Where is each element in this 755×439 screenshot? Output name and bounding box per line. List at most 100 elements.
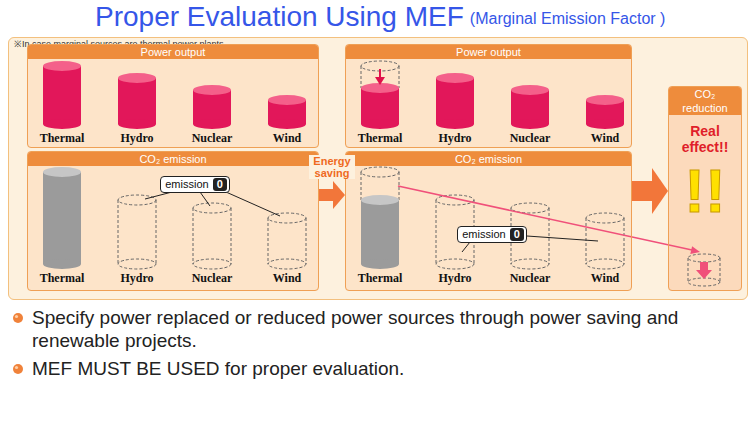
arrow-head bbox=[652, 168, 668, 214]
source-label: Thermal bbox=[342, 131, 418, 145]
flow-arrow bbox=[632, 168, 668, 214]
callout-text: emission bbox=[462, 228, 505, 241]
power-cylinder bbox=[361, 73, 624, 129]
reduced-cylinder-outline bbox=[361, 61, 399, 88]
edge-label: Energy saving bbox=[309, 155, 355, 179]
zero-emission-cylinder bbox=[586, 213, 624, 223]
power-cylinder bbox=[118, 73, 156, 83]
zero-emission-cylinder bbox=[193, 259, 231, 269]
power-cylinder bbox=[436, 78, 474, 124]
emission-cylinder bbox=[43, 172, 81, 264]
power-cylinder bbox=[436, 119, 474, 129]
panel-header: CO₂ reduction bbox=[669, 87, 741, 115]
zero-emission-cylinder bbox=[436, 195, 624, 269]
bullet-dot bbox=[13, 313, 23, 323]
zero-emission-cylinder bbox=[156, 200, 157, 264]
reduced-cylinder-outline bbox=[361, 172, 362, 200]
power-cylinder bbox=[43, 66, 81, 124]
source-label: Nuclear bbox=[174, 271, 250, 285]
source-label: Nuclear bbox=[174, 131, 250, 145]
reduced-cylinder-outline bbox=[399, 66, 400, 88]
panel-header: Power output bbox=[28, 45, 318, 59]
source-label: Thermal bbox=[24, 131, 100, 145]
power-cylinder bbox=[193, 119, 231, 129]
power-cylinder bbox=[511, 119, 549, 129]
leader-line bbox=[145, 192, 280, 216]
source-label: Hydro bbox=[417, 271, 493, 285]
source-label: Hydro bbox=[417, 131, 493, 145]
source-label: Nuclear bbox=[492, 271, 568, 285]
zero-badge: 0 bbox=[213, 178, 227, 191]
emission-cylinder bbox=[43, 259, 81, 269]
title-subtext: (Marginal Emission Factor ) bbox=[470, 10, 666, 28]
emission-callout: emission 0 bbox=[457, 226, 527, 243]
zero-emission-cylinder bbox=[436, 259, 474, 269]
zero-emission-cylinder bbox=[306, 218, 307, 264]
reduction-arrow bbox=[375, 69, 385, 85]
power-cylinder bbox=[193, 85, 231, 95]
panel-ground bbox=[27, 44, 742, 291]
leader-line bbox=[145, 192, 172, 199]
bullet-dot bbox=[15, 315, 18, 318]
outer-ground bbox=[8, 37, 748, 300]
reduction-pointer bbox=[398, 186, 692, 250]
reduction-arrow bbox=[696, 262, 712, 279]
emission-cylinder bbox=[361, 200, 399, 264]
source-label: Wind bbox=[249, 271, 325, 285]
zero-emission-cylinder bbox=[624, 218, 625, 264]
emission-panel: CO₂ emissionemission0 bbox=[27, 151, 319, 291]
zero-emission-cylinder bbox=[586, 259, 624, 269]
diagram-panel: ※In case marginal sources are thermal po… bbox=[8, 37, 748, 300]
bullet-dot bbox=[13, 313, 23, 374]
source-label: Wind bbox=[567, 271, 643, 285]
zero-badge: 0 bbox=[510, 228, 524, 241]
zero-emission-cylinder bbox=[118, 200, 119, 264]
emission-cylinder bbox=[361, 195, 399, 205]
power-cylinder bbox=[43, 119, 81, 129]
power-cylinder bbox=[118, 78, 156, 124]
callout-text: emission bbox=[165, 178, 208, 191]
power-cylinder bbox=[436, 73, 474, 83]
power-cylinder bbox=[193, 90, 231, 124]
zero-emission-cylinder bbox=[193, 208, 194, 264]
power-cylinder bbox=[268, 95, 306, 105]
reduction-cylinder bbox=[688, 254, 720, 262]
reduction-arrow bbox=[379, 69, 381, 78]
source-label: Hydro bbox=[99, 271, 175, 285]
zero-emission-cylinder bbox=[193, 203, 231, 213]
zero-emission-cylinder bbox=[118, 195, 306, 269]
power-cylinder bbox=[586, 95, 624, 105]
emission-cylinder bbox=[43, 167, 81, 177]
page-title: Proper Evaluation Using MEF bbox=[95, 1, 464, 33]
zero-emission-cylinder bbox=[118, 259, 156, 269]
arrow-shaft bbox=[319, 189, 334, 201]
bullet-text: MEF MUST BE USED for proper evaluation. bbox=[32, 357, 746, 380]
zero-emission-cylinder bbox=[118, 195, 156, 205]
source-label: Nuclear bbox=[492, 131, 568, 145]
panel-ground bbox=[345, 151, 632, 291]
zero-emission-cylinder bbox=[586, 218, 587, 264]
source-label: Wind bbox=[249, 131, 325, 145]
leader-line bbox=[462, 242, 470, 252]
power-cylinder bbox=[268, 119, 306, 129]
bullet-dot bbox=[13, 364, 23, 374]
reduction-cylinder bbox=[720, 258, 721, 282]
effect-text: Real effect!! bbox=[669, 123, 741, 155]
source-label: Thermal bbox=[342, 271, 418, 285]
power-cylinder bbox=[361, 88, 399, 124]
zero-emission-cylinder bbox=[436, 195, 474, 205]
zero-emission-cylinder bbox=[268, 218, 269, 264]
emission-cylinder bbox=[43, 167, 81, 269]
panel-ground bbox=[668, 86, 742, 291]
power-cylinder bbox=[511, 90, 549, 124]
reduction-cylinder bbox=[688, 254, 720, 286]
reduction-cylinder bbox=[688, 258, 689, 282]
leader-line bbox=[226, 192, 280, 216]
exclamation-mark: !! bbox=[668, 156, 742, 226]
power-cylinder bbox=[586, 119, 624, 129]
power-cylinder bbox=[361, 119, 399, 129]
reduction-cylinder bbox=[688, 278, 720, 286]
zero-emission-cylinder bbox=[549, 208, 550, 264]
bullet-text: Specify power replaced or reduced power … bbox=[32, 306, 746, 352]
